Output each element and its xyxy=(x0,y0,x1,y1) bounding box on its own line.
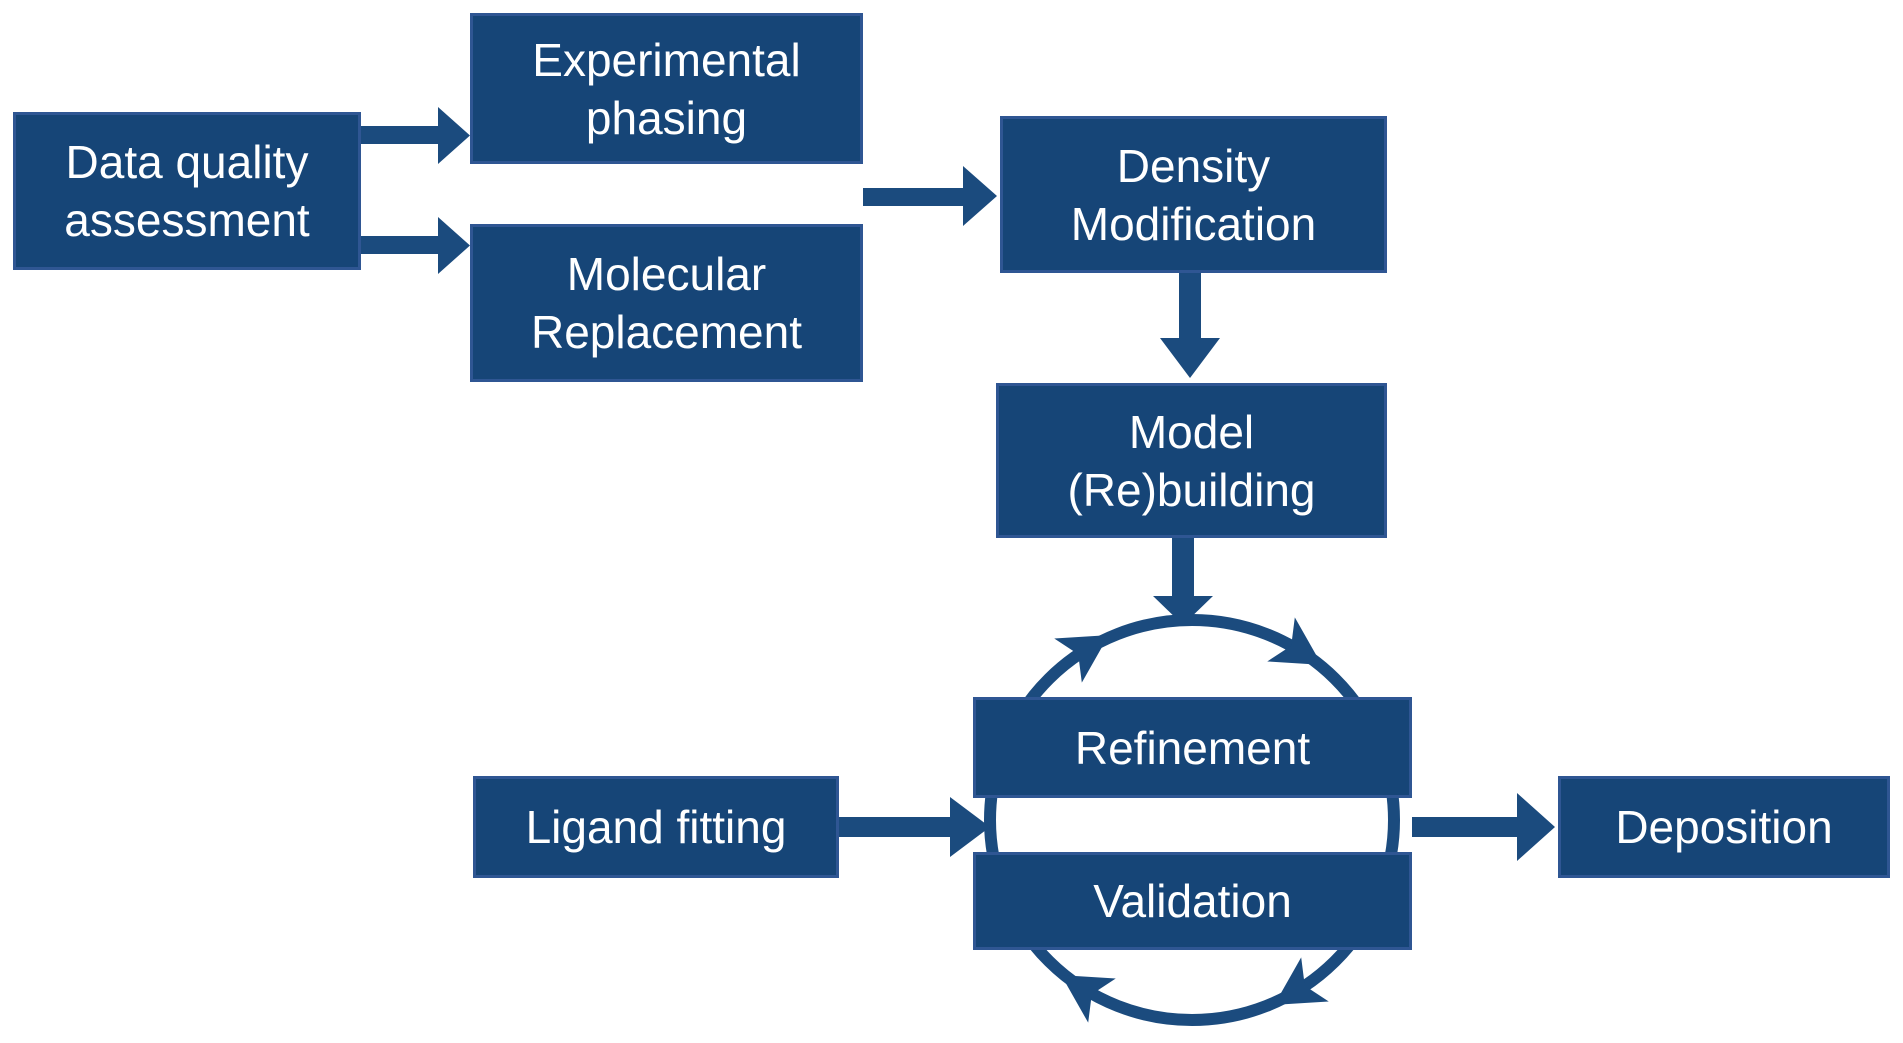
node-label: Data quality xyxy=(65,136,309,188)
arrow-phasing-to-density-modification xyxy=(863,166,997,226)
cycle-arrowhead-sw-icon xyxy=(1061,975,1116,1023)
node-density-modification: Density Modification xyxy=(1000,116,1387,273)
node-label: Replacement xyxy=(530,306,803,358)
arrow-dqa-to-experimental-phasing xyxy=(361,107,470,164)
node-label: Refinement xyxy=(1074,721,1311,774)
node-label: assessment xyxy=(64,194,310,246)
node-label: Modification xyxy=(1070,197,1317,250)
node-label: Ligand fitting xyxy=(525,801,787,853)
cycle-arrowhead-nw-icon xyxy=(1054,635,1109,683)
cycle-arrowhead-se-icon xyxy=(1274,957,1329,1005)
node-ligand-fitting: Ligand fitting xyxy=(473,776,839,878)
arrow-cycle-to-deposition xyxy=(1412,793,1555,861)
node-label: Model xyxy=(1128,405,1255,458)
node-label: (Re)building xyxy=(1067,463,1316,516)
node-refinement: Refinement xyxy=(973,697,1412,798)
node-molecular-replacement: Molecular Replacement xyxy=(470,224,863,382)
node-label: phasing xyxy=(585,91,748,144)
node-deposition: Deposition xyxy=(1558,776,1890,878)
cycle-arrowhead-ne-icon xyxy=(1267,617,1322,665)
node-validation: Validation xyxy=(973,852,1412,950)
node-label: Molecular xyxy=(566,248,767,300)
node-label: Experimental xyxy=(532,33,801,86)
node-label: Validation xyxy=(1093,875,1292,927)
arrow-ligand-to-cycle xyxy=(839,797,990,857)
cycle-circle xyxy=(984,614,1400,1026)
arrow-dqa-to-molecular-replacement xyxy=(361,217,470,274)
node-data-quality-assessment: Data quality assessment xyxy=(13,112,361,270)
node-model-rebuilding: Model (Re)building xyxy=(996,383,1387,538)
node-label: Deposition xyxy=(1615,801,1833,853)
node-label: Density xyxy=(1116,139,1271,192)
node-experimental-phasing: Experimental phasing xyxy=(470,13,863,164)
arrow-density-to-model-rebuilding xyxy=(1160,273,1220,378)
arrow-model-to-cycle xyxy=(1153,538,1213,625)
